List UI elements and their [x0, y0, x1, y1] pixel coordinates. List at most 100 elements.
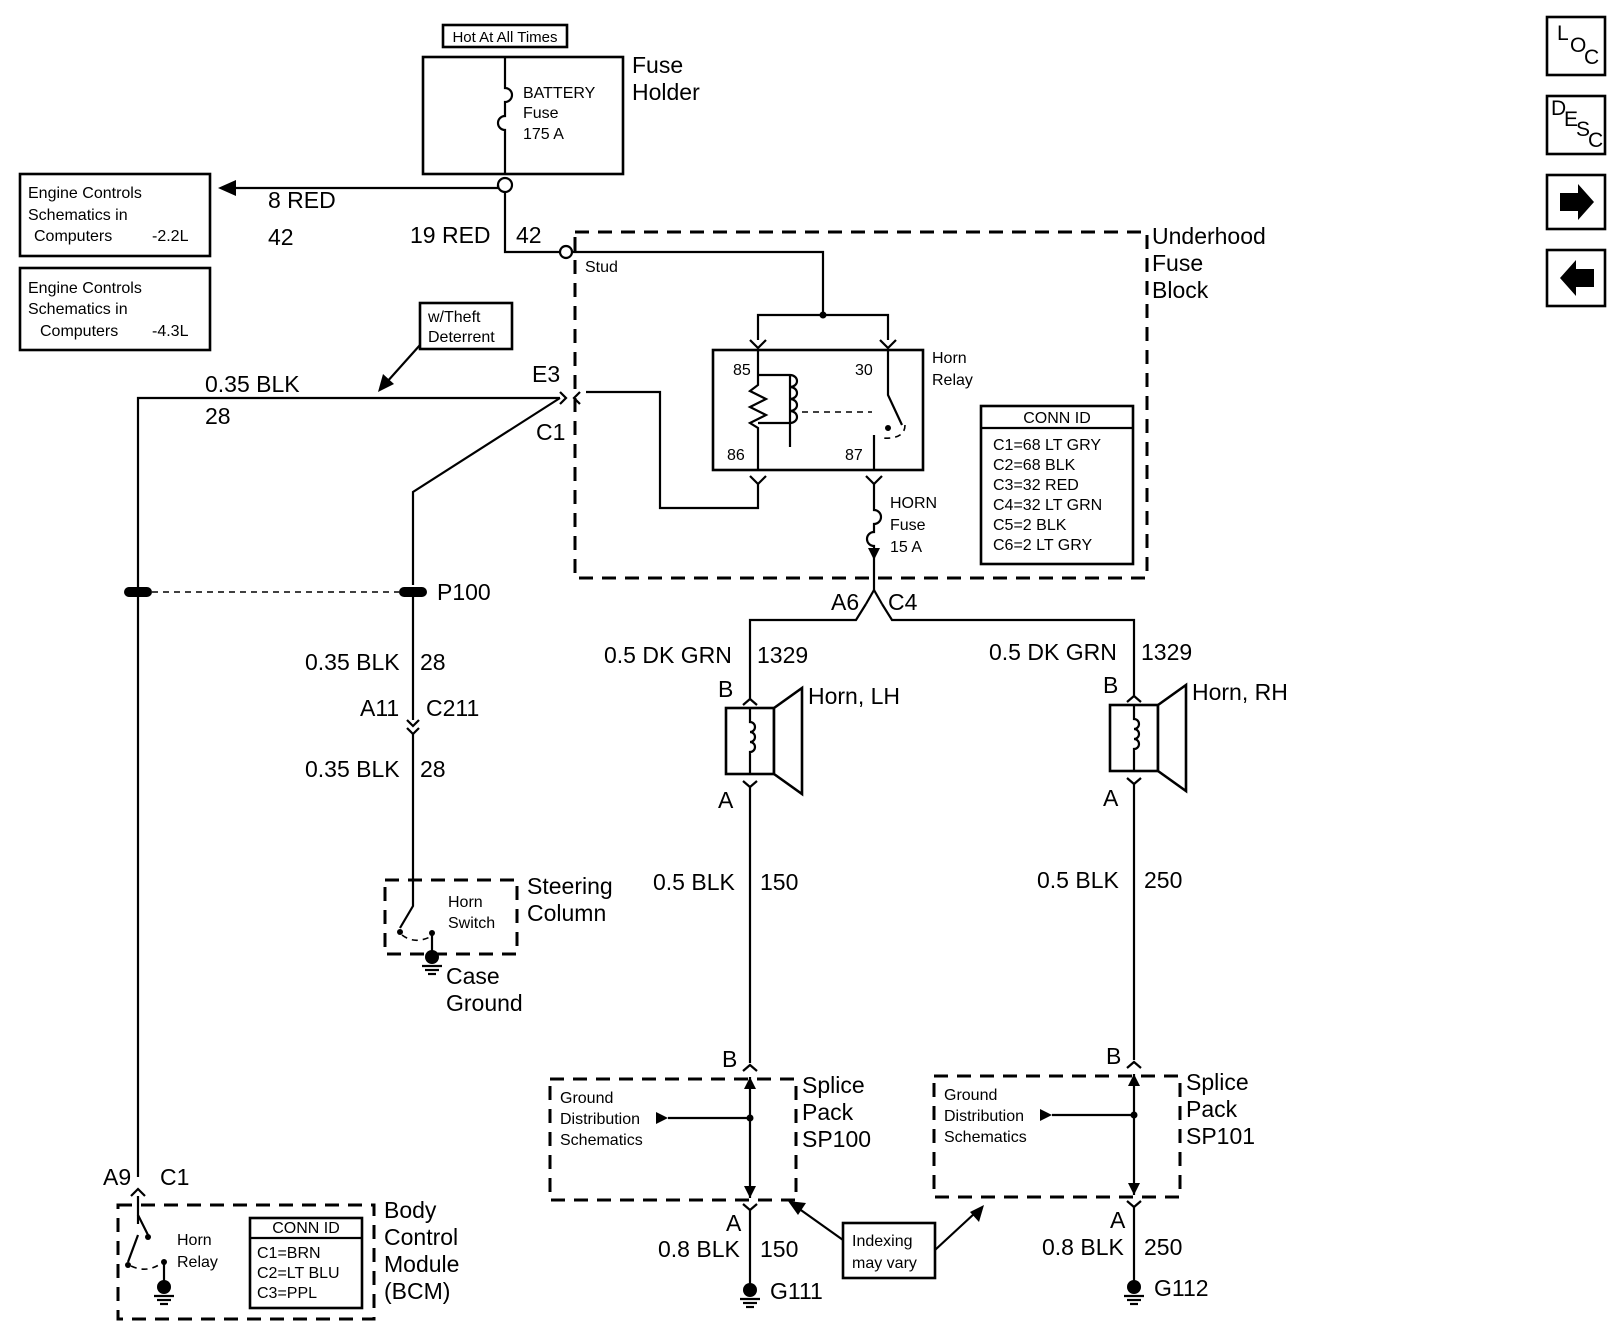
circuit-number-label: 42 — [516, 222, 542, 248]
engine-controls-label: Engine Controls — [28, 280, 142, 297]
fuse-holder: Hot At All Times BATTERY Fuse 175 A Fuse… — [421, 23, 700, 194]
theft-deterrent-label: w/Theft — [427, 309, 481, 326]
ground-distribution-label: Schematics — [944, 1129, 1027, 1146]
fuse-holder-title: Fuse — [632, 52, 683, 78]
bcm-title: Control — [384, 1224, 458, 1250]
fuse-holder-title: Holder — [632, 79, 700, 105]
horn-lh-bell — [772, 685, 804, 797]
loc-letter: C — [1584, 46, 1599, 69]
splice-pack-sp101: B Ground Distribution Schematics Splice … — [932, 1043, 1255, 1306]
indexing-label: Indexing — [852, 1233, 913, 1250]
horn-fuse-label: HORN — [890, 495, 937, 512]
circuit-number-label: 150 — [760, 1236, 798, 1262]
circuit-number-label: 28 — [420, 649, 446, 675]
wire-035-blk-bcm: 0.35 BLK 28 E3 C1 — [136, 361, 581, 1177]
circuit-number-label: 1329 — [1141, 639, 1192, 665]
theft-deterrent-label: Deterrent — [428, 329, 495, 346]
back-button[interactable] — [1545, 248, 1607, 308]
engine-controls-label: Computers — [40, 323, 118, 340]
connector-pin-label: A11 — [360, 695, 399, 721]
indexing-note: Indexing may vary — [788, 1201, 984, 1280]
horn-rh: B Horn, RH A 0.5 BLK 250 — [1037, 672, 1288, 1060]
splice-pack-label: Splice — [1186, 1069, 1249, 1095]
indexing-label: may vary — [852, 1255, 917, 1272]
arrow-right-icon — [1560, 184, 1594, 220]
conn-id-title: CONN ID — [272, 1220, 340, 1237]
ground-g112-label: G112 — [1154, 1275, 1209, 1301]
hot-at-all-times-label: Hot At All Times — [452, 29, 557, 46]
bcm-title: (BCM) — [384, 1278, 450, 1304]
ground-distribution-label: Distribution — [560, 1111, 640, 1128]
splice-pack-label: SP100 — [802, 1126, 871, 1152]
relay-coil-resistor — [747, 350, 769, 470]
conn-id-row: C3=32 RED — [993, 477, 1079, 494]
connector-c4-label: C4 — [888, 589, 918, 615]
connector-c1-label: C1 — [160, 1164, 189, 1190]
bcm-ground-icon — [154, 1280, 174, 1306]
horn-rh-bell — [1156, 682, 1188, 794]
conn-id-row: C6=2 LT GRY — [993, 537, 1092, 554]
relay-pin-87: 87 — [845, 447, 863, 464]
horn-relay-label: Relay — [932, 372, 973, 389]
engine-controls-label: Computers — [34, 228, 112, 245]
wire-color-label: 0.5 BLK — [653, 869, 735, 895]
conn-id-row: C2=68 BLK — [993, 457, 1076, 474]
pin-label: A — [726, 1210, 742, 1236]
wire-color-label: 0.35 BLK — [205, 371, 300, 397]
relay-switch-arm — [886, 350, 903, 426]
engine-variant-label: -4.3L — [152, 323, 189, 340]
stud-label: Stud — [585, 259, 618, 276]
bcm-conn-id-table: CONN ID C1=BRN C2=LT BLU C3=PPL — [248, 1216, 364, 1310]
wire-035-blk-horn-switch: P100 0.35 BLK 28 A11 C211 0.35 BLK 28 — [124, 397, 561, 896]
pin-label: A — [1103, 785, 1119, 811]
horn-lh-label: Horn, LH — [808, 683, 900, 709]
p100-connector-left — [124, 587, 152, 597]
pin-label: B — [722, 1046, 737, 1072]
engine-controls-43: Engine Controls Schematics in Computers … — [18, 266, 212, 352]
ground-distribution-label: Ground — [560, 1090, 613, 1107]
conn-id-row: C1=BRN — [257, 1245, 321, 1262]
engine-controls-label: Schematics in — [28, 301, 128, 318]
wire-8-red: 8 RED 42 — [218, 180, 500, 250]
splice-pack-label: SP101 — [1186, 1123, 1255, 1149]
engine-variant-label: -2.2L — [152, 228, 189, 245]
horn-switch-label: Switch — [448, 915, 495, 932]
splice-pack-sp100: B Ground Distribution Schematics Splice … — [548, 1046, 871, 1309]
steering-column-label: Column — [527, 900, 606, 926]
bcm-title: Module — [384, 1251, 459, 1277]
pin-label: A9 — [103, 1164, 131, 1190]
wire-19-red: 19 RED 42 — [410, 192, 574, 260]
stud-terminal — [558, 244, 574, 260]
horn-fuse-rating: 15 A — [890, 539, 922, 556]
loc-button[interactable]: L O C — [1545, 15, 1607, 77]
connector-c211-label: C211 — [426, 695, 479, 721]
splice-pack-label: Pack — [802, 1099, 854, 1125]
theft-deterrent-callout: w/Theft Deterrent — [378, 301, 514, 392]
conn-id-row: C5=2 BLK — [993, 517, 1067, 534]
pin-label: A — [1110, 1207, 1126, 1233]
desc-letter: E — [1564, 108, 1578, 131]
body-control-module: A9 C1 Body Control Module (BCM) Horn Rel… — [103, 1164, 459, 1321]
ground-g112-icon — [1124, 1280, 1144, 1306]
wire-color-label: 8 RED — [268, 187, 336, 213]
desc-letter: D — [1551, 97, 1566, 120]
horn-rh-label: Horn, RH — [1192, 679, 1288, 705]
desc-button[interactable]: D E S C — [1545, 94, 1607, 156]
forward-button[interactable] — [1545, 173, 1607, 231]
horn-feed-split: A6 C4 0.5 DK GRN 1329 0.5 DK GRN 1329 — [604, 589, 1192, 700]
wire-color-label: 0.5 DK GRN — [989, 639, 1117, 665]
horn-relay-label: Horn — [932, 350, 967, 367]
bcm-horn-relay-label: Relay — [177, 1254, 218, 1271]
relay-pin-86: 86 — [727, 447, 745, 464]
underhood-conn-id-table: CONN ID C1=68 LT GRY C2=68 BLK C3=32 RED… — [979, 404, 1135, 566]
underhood-fuse-block: Underhood Fuse Block Stud 85 30 86 87 Ho… — [572, 223, 1266, 590]
case-ground-label: Case — [446, 963, 500, 989]
splice-pack-label: Splice — [802, 1072, 865, 1098]
circuit-number-label: 1329 — [757, 642, 808, 668]
bcm-horn-relay-label: Horn — [177, 1232, 212, 1249]
horn-lh: B Horn, LH A 0.5 BLK 150 — [653, 676, 900, 1063]
p100-label: P100 — [437, 579, 491, 605]
wire-color-label: 19 RED — [410, 222, 491, 248]
engine-controls-22: Engine Controls Schematics in Computers … — [18, 172, 212, 258]
